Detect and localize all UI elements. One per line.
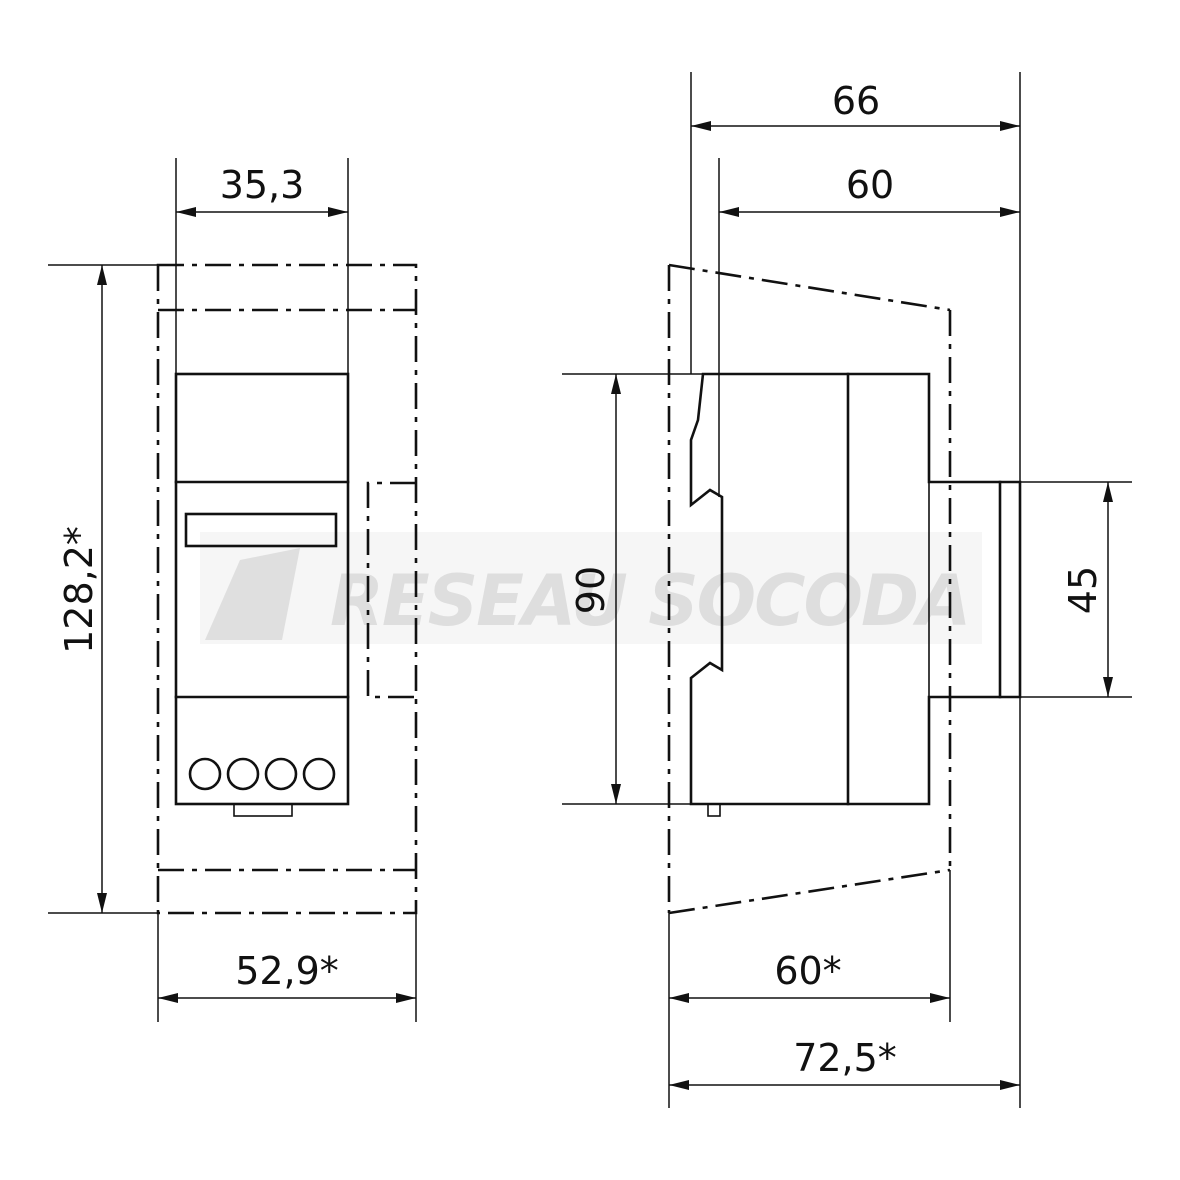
- watermark-logo-icon: [205, 548, 300, 640]
- dim-label-width-bottom: 52,9*: [235, 949, 339, 993]
- watermark-text: RESEAU SOCODA: [330, 560, 969, 642]
- front-display-window: [184, 512, 338, 548]
- terminal-screw-icon: [226, 757, 260, 791]
- watermark: RESEAU SOCODA: [200, 532, 982, 644]
- dim-label-height: 128,2*: [57, 526, 101, 654]
- side-device-body: [689, 372, 1022, 806]
- dim-label-bottom-outer: 72,5*: [793, 1036, 897, 1080]
- dim-label-rail: 45: [1061, 566, 1105, 614]
- terminal-screw-icon: [302, 757, 336, 791]
- side-envelope-bottom-slope: [668, 868, 951, 915]
- front-din-clip: [233, 803, 293, 817]
- front-view: 35,3 128,2* 52,9*: [48, 158, 418, 1022]
- side-din-clip: [707, 803, 721, 817]
- side-view: 66 60 90 45 60* 72,5*: [562, 72, 1132, 1108]
- terminal-screw-icon: [188, 757, 222, 791]
- front-side-clearance: [366, 481, 416, 699]
- dim-label-top-outer: 66: [832, 79, 880, 123]
- dim-label-body-height: 90: [569, 566, 613, 614]
- dim-label-width-top: 35,3: [220, 163, 305, 207]
- side-envelope-top-slope: [668, 263, 951, 312]
- dim-label-bottom-inner: 60*: [774, 949, 841, 993]
- terminal-screw-icon: [264, 757, 298, 791]
- front-envelope-outline: [156, 263, 418, 915]
- dim-label-top-inner: 60: [846, 163, 894, 207]
